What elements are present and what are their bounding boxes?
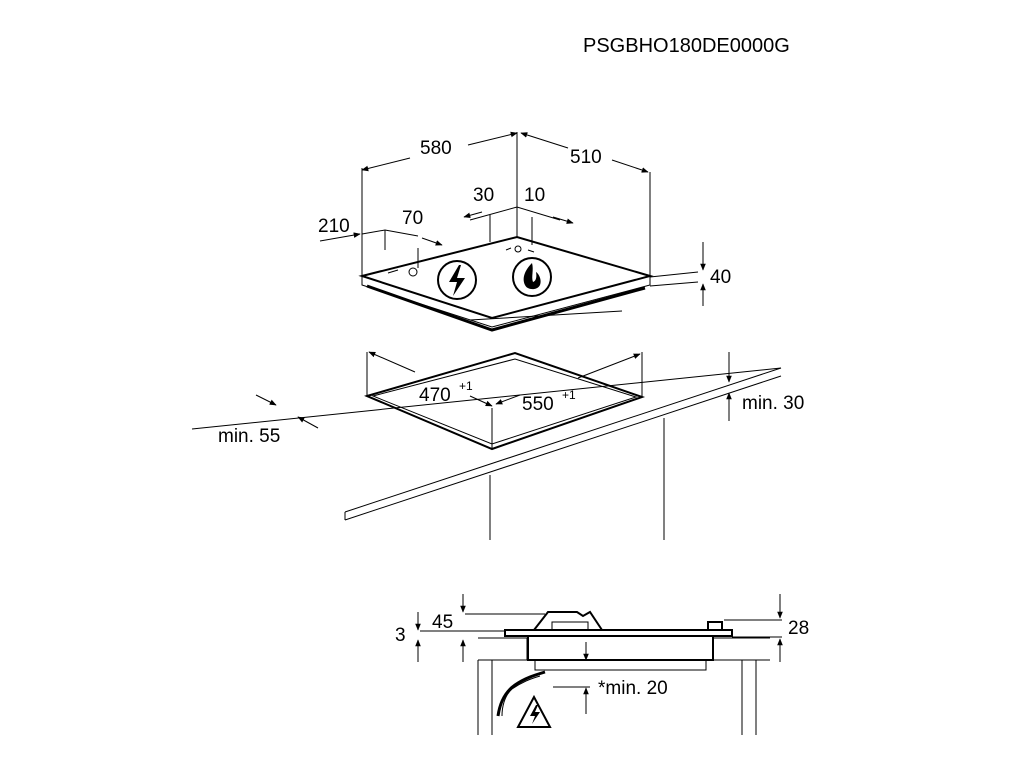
dim-height-40: 40	[710, 267, 731, 288]
dim-section-3: 3	[395, 625, 406, 646]
flame-icon	[512, 257, 552, 297]
dim-min-30: min. 30	[742, 393, 804, 414]
dim-10: 10	[524, 185, 545, 206]
cutout-depth-470: 470	[419, 385, 451, 406]
cross-section	[477, 610, 770, 735]
model-code: PSGBHO180DE0000G	[583, 35, 790, 57]
electric-hazard-warning-icon	[516, 694, 552, 728]
dim-section-min-20: *min. 20	[598, 678, 668, 699]
dim-70: 70	[402, 208, 423, 229]
cutout-depth-tolerance: +1	[459, 379, 473, 393]
knob-marker	[408, 267, 418, 277]
dim-depth-510: 510	[570, 147, 602, 168]
dim-30: 30	[473, 185, 494, 206]
dim-section-28: 28	[788, 618, 809, 639]
cutout-width-550: 550	[522, 394, 554, 415]
knob-marker	[514, 245, 522, 253]
dim-width-580: 580	[420, 138, 452, 159]
dim-section-45: 45	[432, 612, 453, 633]
dimension-lines-top	[319, 131, 706, 306]
worktop	[191, 367, 782, 540]
dim-min-55: min. 55	[218, 426, 280, 447]
lightning-icon	[437, 260, 477, 300]
dim-210: 210	[318, 216, 350, 237]
dimension-lines-section	[415, 594, 783, 714]
cutout-width-tolerance: +1	[562, 388, 576, 402]
dimension-lines-cutout	[255, 351, 732, 449]
